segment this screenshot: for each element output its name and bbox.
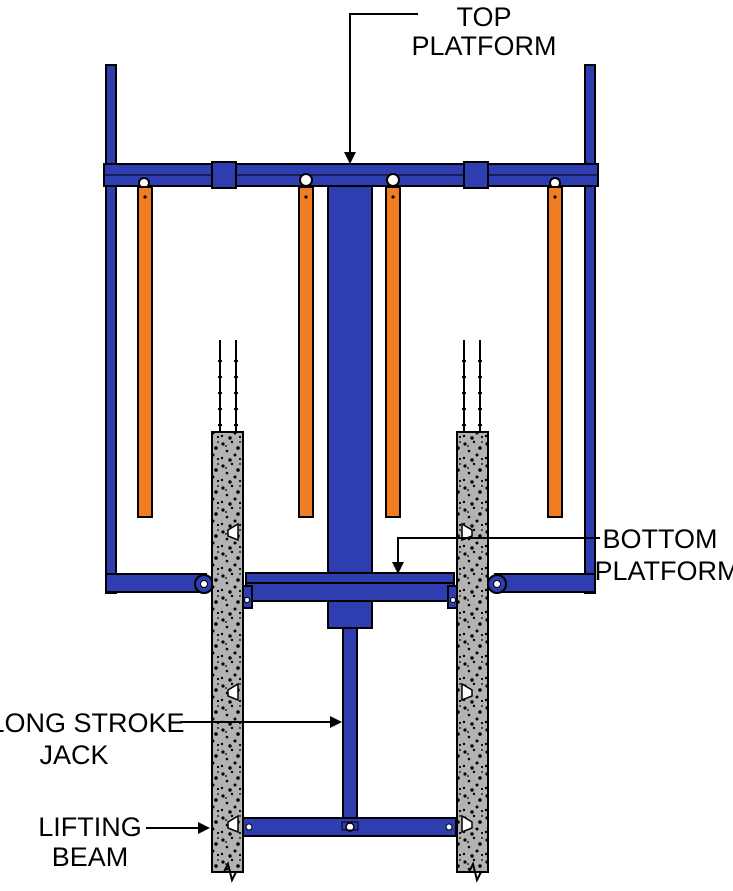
lower-beam-right [494,573,596,593]
hanger-2 [298,173,314,518]
label-lifting-beam-line1: LIFTING [38,812,142,842]
jack-rod [342,627,358,827]
lower-beam-left [105,573,207,593]
long-stroke-jack [327,185,373,827]
label-top-platform-line2: PLATFORM [411,31,556,61]
bottom-platform [241,572,459,609]
label-bottom-platform-line1: BOTTOM [602,524,717,554]
hanger-1 [137,177,153,518]
label-long-stroke-jack-line1: LONG STROKE [0,708,185,738]
hanger-4 [547,177,563,518]
label-lifting-beam-line2: BEAM [52,842,129,872]
top-platform-frame [103,64,599,594]
label-bottom-platform-line2: PLATFORM [594,556,733,586]
splice-plate-left [211,161,237,189]
leader-lines [146,13,600,829]
label-bottom-platform: BOTTOM PLATFORM [594,524,733,586]
concrete-column-left [211,340,244,883]
left-post [105,64,117,594]
label-top-platform-line1: TOP [456,2,511,32]
label-top-platform: TOP PLATFORM [411,2,556,61]
concrete-column-right [456,340,489,883]
jack-cylinder [327,185,373,629]
hangers [137,173,563,518]
label-lifting-beam: LIFTING BEAM [38,812,142,872]
arrowheads [198,152,404,834]
lifting-beam [241,817,457,837]
hanger-3 [385,173,401,518]
label-long-stroke-jack-line2: JACK [39,740,108,770]
right-post [584,64,596,594]
splice-plate-right [463,161,489,189]
label-long-stroke-jack: LONG STROKE JACK [0,708,185,770]
